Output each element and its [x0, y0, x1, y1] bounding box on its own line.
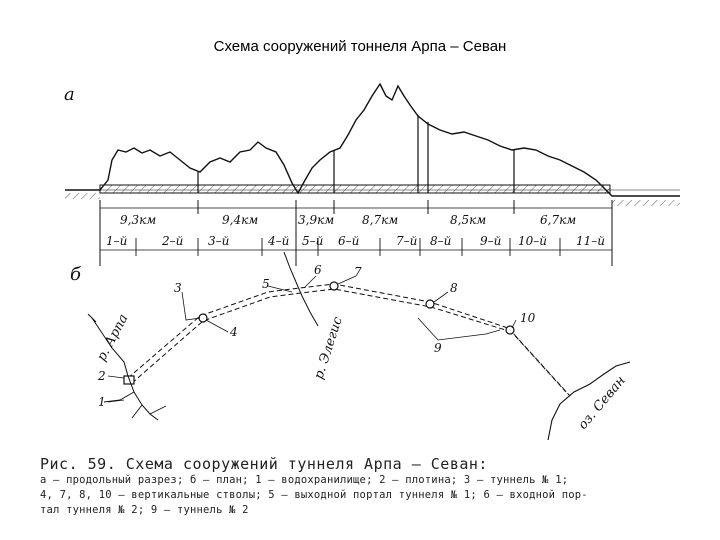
segment-label-3: 3–й — [208, 234, 229, 248]
structure-label-4: 4 — [229, 325, 238, 339]
structure-label-8: 8 — [450, 281, 458, 295]
segment-label-5: 5–й — [302, 234, 323, 248]
caption-line-3: тал туннеля № 2; 9 — туннель № 2 — [40, 504, 249, 516]
ground-line-right — [612, 200, 680, 206]
segment-label-4: 4–й — [267, 234, 289, 248]
distance-label-5: 8,5км — [450, 213, 486, 227]
structure-label-3: 3 — [174, 281, 182, 295]
structure-label-5: 5 — [262, 277, 270, 291]
lake-sevan-shore — [547, 361, 631, 441]
panel-b-letter: б — [70, 264, 82, 285]
figure-caption: Рис. 59. Схема сооружений туннеля Арпа —… — [40, 455, 690, 518]
distance-label-1: 9,3км — [120, 213, 156, 227]
segment-label-11: 11–й — [576, 234, 605, 248]
distance-label-6: 6,7км — [540, 213, 576, 227]
distance-label-3: 3,9км — [298, 213, 334, 227]
caption-line-2: 4, 7, 8, 10 — вертикальные стволы; 5 — в… — [40, 489, 588, 501]
structure-label-1: 1 — [98, 395, 106, 409]
lake-sevan-label: оз. Севан — [576, 373, 629, 432]
river-arpa-label: р. Арпа — [94, 312, 131, 364]
structure-label-10: 10 — [520, 311, 536, 325]
caption-heading: Рис. 59. Схема сооружений туннеля Арпа —… — [40, 455, 488, 473]
tunnel-route — [127, 283, 571, 397]
distance-ticks — [99, 200, 613, 266]
leader-lines — [107, 275, 517, 403]
segment-label-8: 8–й — [430, 234, 451, 248]
vertical-shafts — [197, 115, 515, 193]
terrain-profile — [65, 82, 680, 197]
slide-title: Схема сооружений тоннеля Арпа – Севан — [213, 38, 507, 55]
segment-label-1: 1–й — [106, 234, 127, 248]
river-elegis — [283, 251, 319, 327]
segment-label-9: 9–й — [480, 234, 501, 248]
segment-label-10: 10–й — [518, 234, 547, 248]
segment-ticks — [135, 238, 561, 256]
distance-label-2: 9,4км — [222, 213, 258, 227]
panel-a-letter: а — [64, 84, 75, 105]
distance-label-4: 8,7км — [362, 213, 398, 227]
structure-label-6: 6 — [314, 263, 322, 277]
segment-label-6: 6–й — [338, 234, 359, 248]
segment-label-2: 2–й — [161, 234, 183, 248]
structure-label-7: 7 — [354, 265, 362, 279]
river-arpa — [91, 317, 159, 421]
caption-line-1: а — продольный разрез; б — план; 1 — вод… — [40, 474, 569, 486]
structure-label-9: 9 — [434, 341, 442, 355]
tunnel-axis-strip — [99, 184, 611, 194]
ground-line-left — [65, 193, 100, 199]
segment-label-7: 7–й — [396, 234, 417, 248]
structure-label-2: 2 — [97, 369, 106, 383]
